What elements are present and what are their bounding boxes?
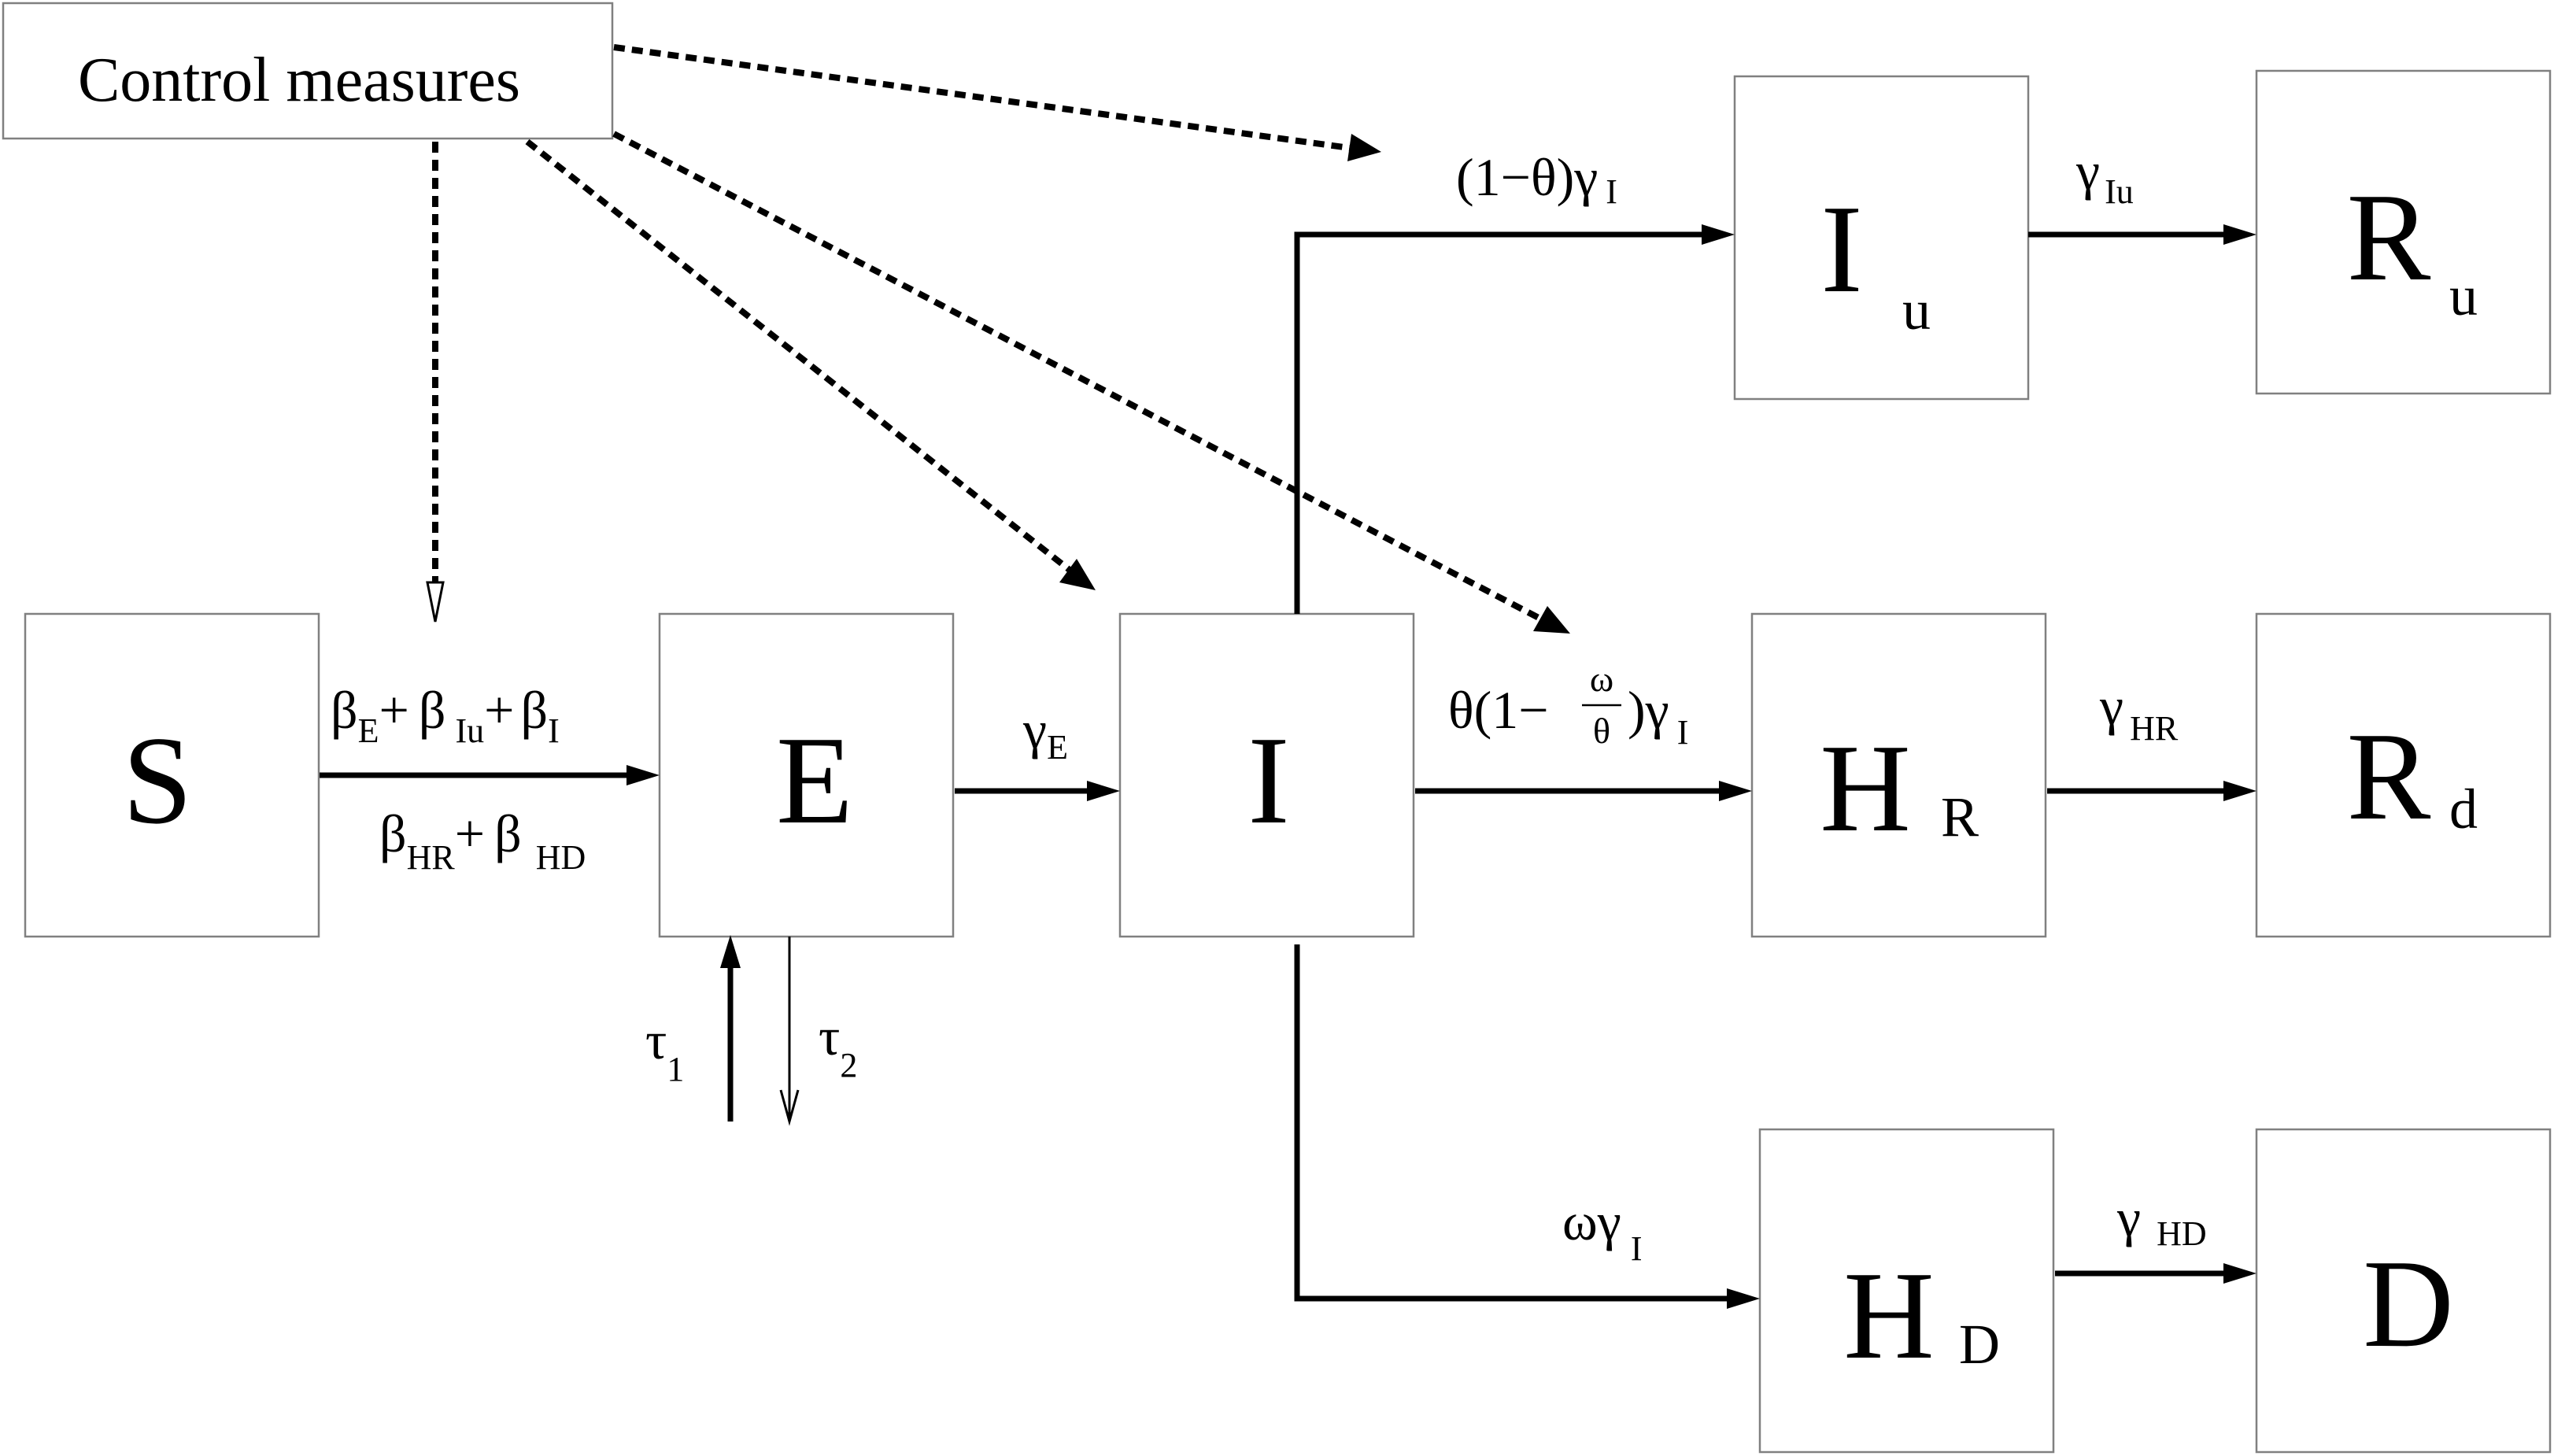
rate-tau1: τ1 (645, 1011, 684, 1088)
rate-tau2-text: τ2 (819, 1007, 857, 1085)
node-hr: H R (1750, 612, 2047, 938)
arrow-s-to-e (320, 765, 660, 785)
node-iu: I u (1733, 75, 2030, 401)
arrow-tau2-down (779, 937, 800, 1126)
arrow-i-to-iu (1294, 224, 1735, 614)
control-measures-node: Control measures (2, 2, 614, 140)
node-rd-subscript: d (2449, 778, 2478, 841)
control-arrow-to-i-hr (612, 131, 1570, 634)
node-hd-label: H (1843, 1245, 1935, 1385)
rate-tau1-text: τ1 (645, 1011, 684, 1088)
node-rd-label: R (2347, 706, 2431, 846)
node-s: S (24, 612, 320, 938)
control-measures-label: Control measures (78, 46, 520, 115)
arrow-hd-to-d (2055, 1263, 2256, 1284)
node-d-label: D (2363, 1233, 2454, 1373)
arrow-i-to-hr (1415, 781, 1752, 801)
node-hd: H D (1758, 1128, 2055, 1454)
node-hr-label: H (1820, 718, 1911, 858)
rate-tau2: τ2 (819, 1007, 857, 1085)
control-arrow-to-s-e (426, 142, 445, 623)
rate-e-to-i-text: γE (1022, 700, 1068, 767)
node-ru-subscript: u (2449, 264, 2478, 327)
rate-i-to-hr-denominator: θ (1593, 711, 1610, 751)
node-d: D (2255, 1128, 2552, 1454)
arrow-hr-to-rd (2047, 781, 2256, 801)
node-s-label: S (123, 710, 193, 850)
node-rd: R d (2255, 612, 2552, 938)
control-arrow-to-e-i (525, 139, 1096, 590)
arrow-tau1-up (720, 935, 741, 1122)
node-ru-label: R (2347, 167, 2431, 307)
node-hr-subscript: R (1941, 785, 1979, 848)
node-iu-subscript: u (1902, 279, 1931, 342)
rate-e-to-i: γE (1022, 700, 1068, 767)
node-iu-label: I (1820, 179, 1862, 319)
node-i: I (1118, 612, 1415, 938)
node-i-label: I (1247, 710, 1289, 850)
arrow-i-to-hd (1294, 944, 1760, 1309)
arrow-e-to-i (955, 781, 1120, 801)
arrow-iu-to-ru (2028, 224, 2256, 245)
rate-i-to-hr-numerator: ω (1590, 659, 1613, 699)
control-arrow-to-i-iu (613, 44, 1381, 161)
node-e-label: E (776, 710, 853, 850)
node-e: E (658, 612, 955, 938)
rate-i-to-hr-prefix: θ(1− (1448, 680, 1549, 740)
node-hd-subscript: D (1959, 1313, 2000, 1376)
node-ru: R u (2255, 69, 2552, 395)
